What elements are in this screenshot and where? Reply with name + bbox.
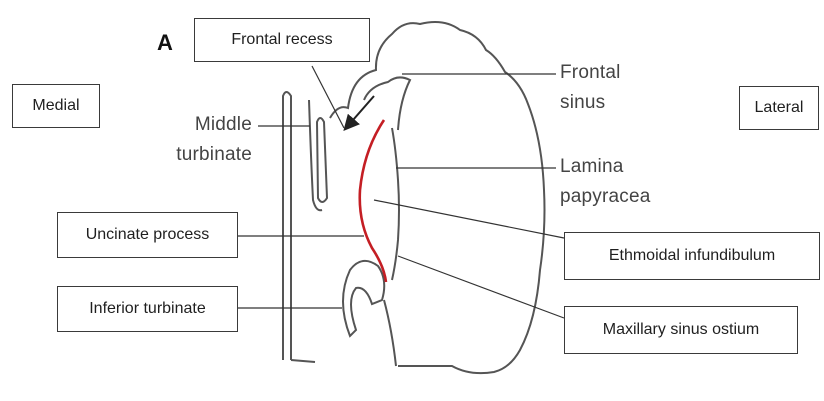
panel-letter: A (157, 30, 173, 56)
frontal-sinus-label-line-2: sinus (560, 88, 621, 118)
medial-orientation-label: Medial (12, 84, 100, 128)
middle-turbinate-label-line-1: Middle (168, 110, 252, 140)
frontal-sinus-outline (330, 22, 545, 373)
leader-frontal-recess (312, 66, 344, 128)
middle-turbinate-label: Middle turbinate (168, 110, 252, 170)
leader-ethmoidal-infundibulum (374, 200, 564, 238)
lamina-papyracea-label-line-2: papyracea (560, 182, 651, 212)
maxillary-sinus-ostium-label: Maxillary sinus ostium (564, 306, 798, 354)
uncinate-process-label: Uncinate process (57, 212, 238, 258)
inferior-turbinate-label: Inferior turbinate (57, 286, 238, 332)
lateral-wall-lower (384, 300, 396, 366)
frontal-recess-label: Frontal recess (194, 18, 370, 62)
lamina-papyracea-label: Lamina papyracea (560, 152, 651, 212)
nasal-septum-outline (283, 92, 291, 360)
frontal-sinus-inner-outline (364, 77, 410, 130)
cavity-wall-outline (291, 360, 315, 362)
lamina-papyracea-highlight (360, 120, 386, 282)
lateral-orientation-label: Lateral (739, 86, 819, 130)
ethmoidal-infundibulum-label: Ethmoidal infundibulum (564, 232, 820, 280)
inferior-turbinate-outline (343, 261, 384, 336)
middle-turbinate-label-line-2: turbinate (168, 140, 252, 170)
middle-turbinate-outline (317, 118, 327, 202)
lamina-papyracea-label-line-1: Lamina (560, 152, 651, 182)
frontal-sinus-label: Frontal sinus (560, 58, 621, 118)
middle-turbinate-attachment (309, 100, 322, 210)
frontal-sinus-label-line-1: Frontal (560, 58, 621, 88)
